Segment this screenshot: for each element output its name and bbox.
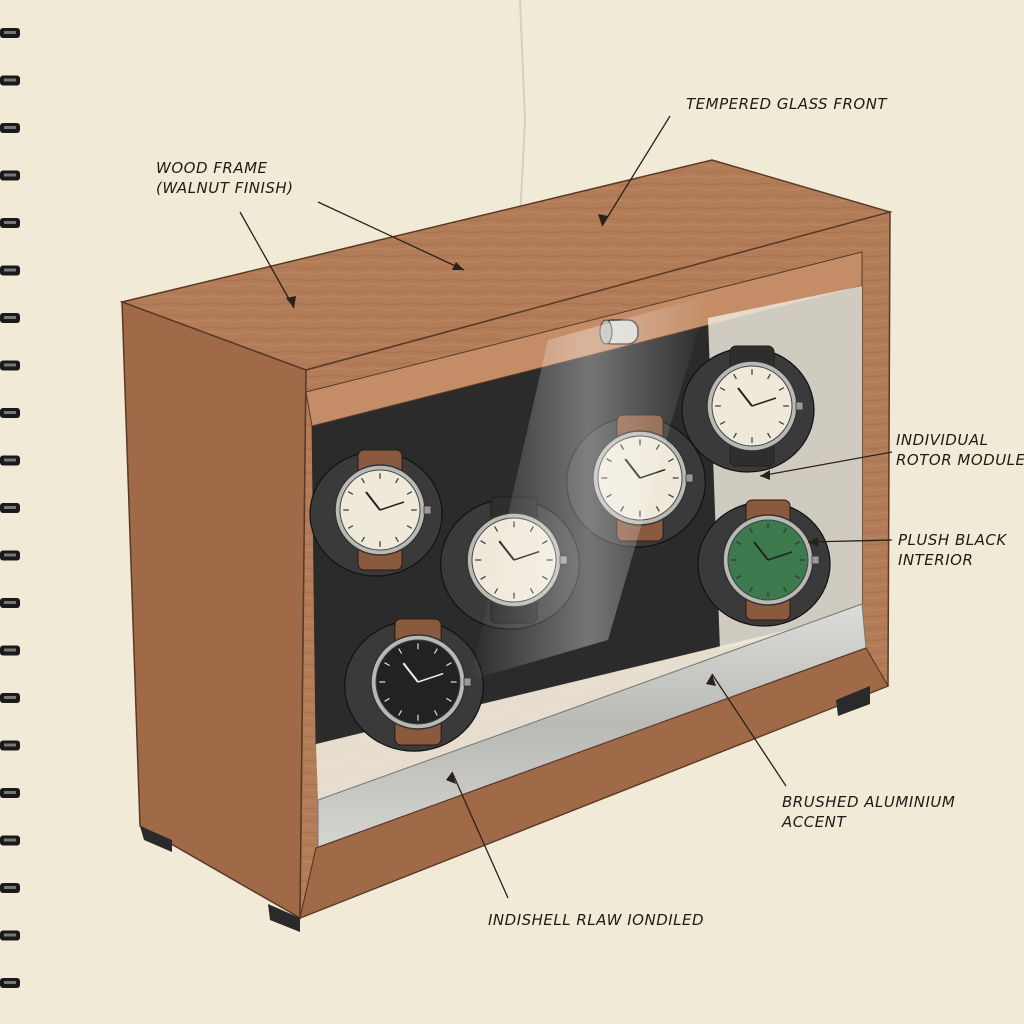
case-left-side [121, 300, 307, 920]
binding-ring-highlight [4, 601, 16, 604]
watch-icon [697, 499, 831, 627]
watch-minute-hand [767, 551, 793, 561]
watch-tick [767, 373, 771, 380]
label-plush-interior: PLUSH BLACK INTERIOR [898, 531, 1007, 569]
binding-ring-highlight [4, 553, 16, 557]
watch-crown [423, 505, 432, 515]
watch-tick [384, 662, 390, 667]
watch-tick [778, 387, 785, 391]
watch-tick [395, 477, 399, 484]
watch-tick [347, 525, 354, 529]
binding-ring-highlight [4, 791, 16, 794]
spiral-binding-icon [0, 28, 20, 988]
watch-icon [681, 345, 815, 473]
watch-minute-hand [417, 672, 444, 683]
label-tempered-glass: TEMPERED GLASS FRONT [686, 95, 888, 113]
watch-icon [309, 449, 443, 577]
label-rotor-modules: INDIVIDUAL ROTOR MODULES [896, 431, 1024, 469]
watch-tick [494, 526, 499, 532]
binding-ring-highlight [4, 933, 16, 937]
case-foot [140, 826, 172, 852]
watch-tick [398, 710, 403, 716]
binding-ring-highlight [4, 78, 16, 82]
binding-ring-highlight [4, 31, 16, 34]
binding-ring-highlight [4, 648, 16, 652]
binding-ring-highlight [4, 696, 16, 699]
watch-tick [398, 648, 403, 654]
watch-minute-hand [751, 397, 777, 407]
glass-glare [470, 296, 708, 680]
label-wood-frame: WOOD FRAME (WALNUT FINISH) [156, 159, 294, 197]
watch-tick [655, 506, 660, 512]
watch-tick [733, 373, 737, 380]
watch-tick [735, 575, 742, 579]
watch-tick [406, 525, 413, 529]
watch-tick [480, 575, 486, 580]
leader-lines [239, 115, 893, 899]
watch-tick [433, 710, 438, 716]
watch-tick [778, 421, 785, 425]
watch-tick [668, 493, 674, 498]
watch-tick [783, 527, 787, 534]
binding-ring-highlight [4, 221, 16, 224]
binding-ring-highlight [4, 411, 16, 414]
watch-tick [668, 458, 674, 463]
watch-tick [384, 697, 390, 702]
case-base-rail [299, 647, 889, 919]
watch-tick [446, 697, 452, 702]
watch-hour-hand [402, 662, 419, 683]
watch-crown [811, 555, 820, 565]
watch-minute-hand [379, 501, 405, 511]
binding-ring-highlight [4, 126, 16, 129]
watch-tick [719, 387, 726, 391]
watch-tick [794, 575, 801, 579]
case-foot [836, 686, 870, 716]
watch-tick [361, 536, 365, 543]
binding-ring-highlight [4, 316, 16, 319]
watch-hour-hand [365, 491, 381, 511]
watch-tick [749, 586, 753, 593]
binding-ring-highlight [4, 886, 16, 889]
watch-icon [344, 618, 484, 752]
watch-tick [749, 527, 753, 534]
binding-ring-highlight [4, 981, 16, 984]
watch-tick [395, 536, 399, 543]
watch-crown [795, 401, 804, 411]
watch-tick [480, 540, 486, 545]
watch-tick [783, 586, 787, 593]
watch-tick [735, 541, 742, 545]
watch-tick [406, 491, 413, 495]
binding-ring-highlight [4, 363, 16, 367]
watch-tick [794, 541, 801, 545]
watch-tick [446, 662, 452, 667]
watch-tick [433, 648, 438, 654]
binding-ring-highlight [4, 268, 16, 272]
watch-hour-hand [737, 387, 753, 407]
binding-ring-highlight [4, 506, 16, 509]
watch-tick [347, 491, 354, 495]
binding-ring-highlight [4, 173, 16, 177]
label-aluminium-accent: BRUSHED ALUMINIUM ACCENT [782, 793, 956, 831]
watch-tick [767, 432, 771, 439]
case-foot [268, 904, 300, 932]
arrowheads [286, 214, 818, 784]
binding-ring-highlight [4, 458, 16, 462]
watch-crown [685, 473, 694, 483]
watch-tick [361, 477, 365, 484]
watch-tick [719, 421, 726, 425]
binding-ring-highlight [4, 838, 16, 842]
watch-tick [733, 432, 737, 439]
watch-hour-hand [753, 541, 769, 561]
watch-crown [463, 677, 472, 687]
binding-ring-highlight [4, 743, 16, 747]
label-bottom: INDISHELL RLAW IONDILED [488, 911, 705, 929]
